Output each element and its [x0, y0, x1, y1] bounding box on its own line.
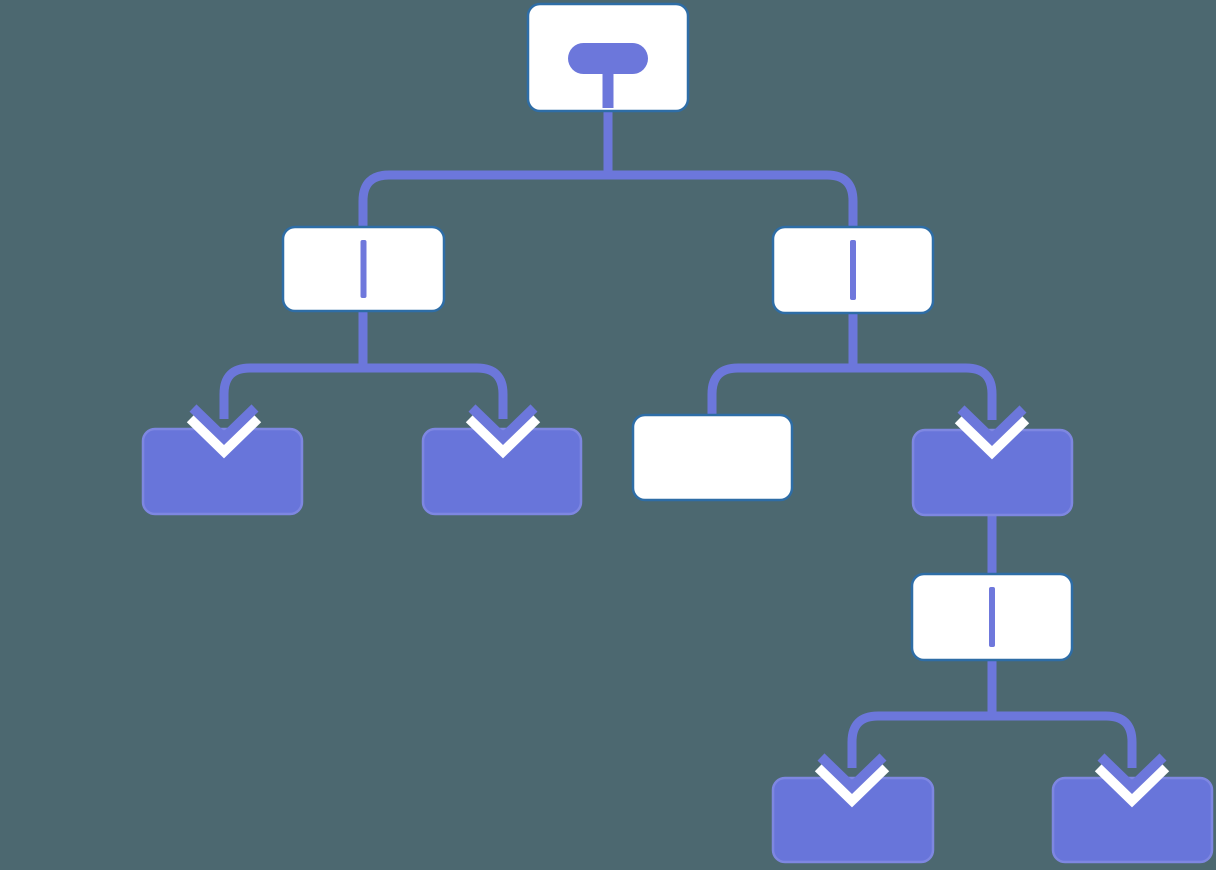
node-pill-stem-glyph: [602, 70, 614, 108]
insert-arrow-icon-arrow-leaf-left-2: [465, 404, 541, 459]
connector-edge-bar2-right: [707, 363, 997, 420]
arrow-chevron-white: [465, 413, 541, 459]
node-box[interactable]: [911, 428, 1074, 517]
tree-node-branch-left[interactable]: [281, 225, 446, 313]
tree-node-leaf-left-2[interactable]: [421, 427, 583, 516]
tree-node-branch-right[interactable]: [771, 225, 935, 315]
tree-node-leaf-deep-1[interactable]: [771, 776, 935, 864]
insert-arrow-icon-arrow-leaf-deep-2: [1094, 753, 1170, 808]
tree-node-branch-deep[interactable]: [910, 572, 1074, 662]
node-box[interactable]: [141, 427, 304, 516]
arrow-chevron-white: [1094, 762, 1170, 808]
arrow-chevron-white: [954, 414, 1030, 460]
tree-node-child-right-white[interactable]: [631, 413, 794, 502]
tree-node-root[interactable]: [526, 2, 690, 113]
arrow-chevron-purple: [817, 753, 887, 794]
insert-arrow-icon-arrow-leaf-left-1: [186, 404, 262, 459]
node-vline-glyph: [989, 587, 995, 647]
nodes-layer: [141, 2, 1214, 864]
node-vline-glyph: [850, 240, 856, 300]
arrow-chevron-white: [186, 413, 262, 459]
node-box[interactable]: [1051, 776, 1214, 864]
node-box[interactable]: [771, 776, 935, 864]
arrow-chevron-purple: [189, 404, 259, 445]
node-box[interactable]: [421, 427, 583, 516]
node-box[interactable]: [631, 413, 794, 502]
node-pill-glyph: [568, 43, 648, 74]
arrow-chevron-purple: [1097, 753, 1167, 794]
insert-arrow-icon-arrow-child-right-purple: [954, 405, 1030, 460]
arrow-chevron-purple: [957, 405, 1027, 446]
tree-node-leaf-deep-2[interactable]: [1051, 776, 1214, 864]
connector-edge-bar2-left: [219, 363, 508, 419]
insert-arrow-icon-arrow-leaf-deep-1: [814, 753, 890, 808]
arrow-chevron-purple: [468, 404, 538, 445]
tree-node-leaf-left-1[interactable]: [141, 427, 304, 516]
arrows-layer: [186, 404, 1170, 808]
connector-edge-bar1: [358, 170, 858, 227]
tree-node-child-right-purple[interactable]: [911, 428, 1074, 517]
arrow-chevron-white: [814, 762, 890, 808]
node-vline-glyph: [360, 240, 367, 298]
connector-edge-bar3: [847, 711, 1137, 768]
